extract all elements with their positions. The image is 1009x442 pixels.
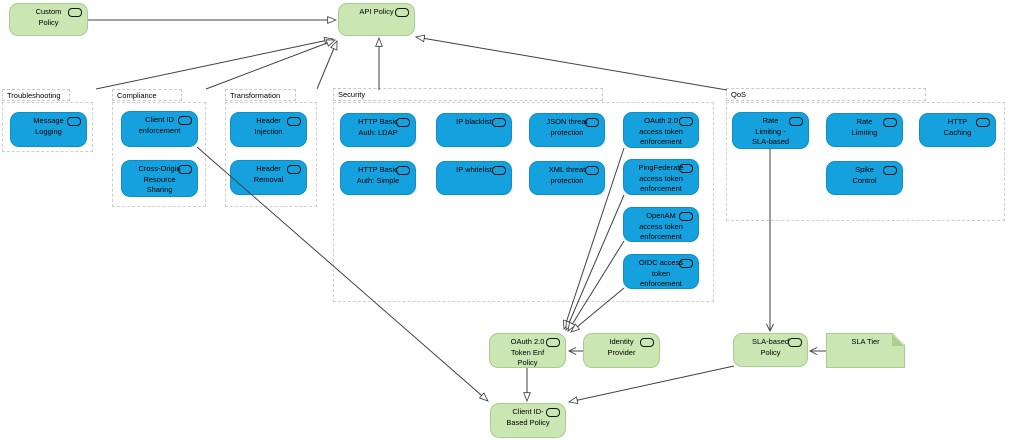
node-label: JSON threat protection	[546, 117, 588, 137]
node-label: IP blacklist	[456, 117, 492, 126]
rounded-rect-icon	[883, 118, 897, 127]
node-label: Client ID enforcement	[138, 115, 181, 135]
node-header-injection[interactable]: Header Injection	[230, 112, 307, 147]
node-rate-limiting-sla-based[interactable]: Rate Limiting - SLA-based	[732, 112, 809, 149]
node-label: Message Logging	[33, 116, 64, 136]
node-label: Header Injection	[254, 116, 283, 136]
group-transformation-label[interactable]: Transformation	[225, 89, 296, 101]
rounded-rect-icon	[546, 338, 560, 347]
node-label: Rate Limiting - SLA-based	[751, 116, 790, 146]
node-label: Spike Control	[852, 165, 877, 185]
rounded-rect-icon	[178, 116, 192, 125]
rounded-rect-icon	[546, 408, 560, 417]
rounded-rect-icon	[679, 212, 693, 221]
node-label: Custom Policy	[35, 7, 62, 27]
rounded-rect-icon	[492, 166, 506, 175]
node-label: HTTP Basic Auth: LDAP	[358, 117, 398, 137]
group-qos-body[interactable]	[726, 102, 1005, 221]
node-cross-origin-resource-sharing[interactable]: Cross-Origin Resource Sharing	[121, 160, 198, 197]
node-json-threat-protection[interactable]: JSON threat protection	[529, 113, 605, 147]
rounded-rect-icon	[287, 165, 301, 174]
node-spike-control[interactable]: Spike Control	[826, 161, 903, 195]
node-rate-limiting[interactable]: Rate Limiting	[826, 113, 903, 147]
node-label: OIDC access token enforcement	[638, 258, 684, 288]
node-label: OAuth 2.0 access token enforcement	[639, 116, 683, 146]
node-api-policy[interactable]: API Policy	[338, 3, 415, 36]
node-oidc-access-token-enforcement[interactable]: OIDC access token enforcement	[623, 254, 699, 289]
rounded-rect-icon	[396, 118, 410, 127]
edge-qos-to-api-policy	[416, 37, 728, 91]
node-ip-whitelist[interactable]: IP whitelist	[436, 161, 512, 195]
group-qos-label[interactable]: QoS	[726, 88, 926, 101]
node-sla-based-policy[interactable]: SLA-based Policy	[733, 333, 808, 367]
rounded-rect-icon	[679, 164, 693, 173]
node-custom-policy[interactable]: Custom Policy	[9, 3, 88, 36]
rounded-rect-icon	[585, 166, 599, 175]
node-ip-blacklist[interactable]: IP blacklist	[436, 113, 512, 147]
node-oauth-token-enf-policy[interactable]: OAuth 2.0 Token Enf Policy	[489, 333, 566, 368]
node-pingfederate-access-token-enforcement[interactable]: PingFederate access token enforcement	[623, 159, 699, 195]
rounded-rect-icon	[68, 8, 82, 17]
node-client-id-enforcement[interactable]: Client ID enforcement	[121, 111, 198, 147]
rounded-rect-icon	[789, 117, 803, 126]
group-compliance-label[interactable]: Compliance	[112, 89, 182, 101]
rounded-rect-icon	[679, 259, 693, 268]
rounded-rect-icon	[679, 117, 693, 126]
node-label: Client ID- Based Policy	[506, 407, 550, 427]
rounded-rect-icon	[585, 118, 599, 127]
node-label: PingFederate access token enforcement	[638, 163, 684, 193]
node-label: API Policy	[359, 7, 394, 16]
edge-transformation-to-api-policy	[316, 41, 338, 90]
edge-troubleshooting-to-api-policy	[95, 39, 333, 90]
group-troubleshooting-body[interactable]	[2, 102, 93, 152]
node-label: Rate Limiting	[851, 117, 878, 137]
rounded-rect-icon	[178, 165, 192, 174]
node-label: OpenAM access token enforcement	[639, 211, 683, 241]
node-label: OAuth 2.0 Token Enf Policy	[510, 337, 545, 367]
node-label: SLA Tier	[851, 337, 880, 346]
rounded-rect-icon	[640, 338, 654, 347]
rounded-rect-icon	[396, 166, 410, 175]
node-xml-threat-protection[interactable]: XML threat protection	[529, 161, 605, 195]
node-message-logging[interactable]: Message Logging	[10, 112, 87, 147]
node-client-id-based-policy[interactable]: Client ID- Based Policy	[490, 403, 566, 438]
node-http-basic-auth-simple[interactable]: HTTP Basic Auth: Simple	[340, 161, 416, 195]
node-label: HTTP Caching	[943, 117, 972, 137]
rounded-rect-icon	[287, 117, 301, 126]
rounded-rect-icon	[883, 166, 897, 175]
node-label: Cross-Origin Resource Sharing	[138, 164, 181, 194]
edge-sla-based-policy-to-client-id-based-policy	[569, 365, 735, 402]
edge-compliance-to-api-policy	[205, 40, 335, 90]
rounded-rect-icon	[492, 118, 506, 127]
rounded-rect-icon	[67, 117, 81, 126]
node-label: Identity Provider	[607, 337, 636, 357]
node-openam-access-token-enforcement[interactable]: OpenAM access token enforcement	[623, 207, 699, 242]
group-security-label[interactable]: Security	[333, 88, 603, 101]
node-sla-tier[interactable]: SLA Tier	[826, 333, 905, 368]
rounded-rect-icon	[395, 8, 409, 17]
node-oauth-access-token-enforcement[interactable]: OAuth 2.0 access token enforcement	[623, 112, 699, 148]
group-troubleshooting-label[interactable]: Troubleshooting	[2, 89, 70, 101]
rounded-rect-icon	[788, 338, 802, 347]
node-header-removal[interactable]: Header Removal	[230, 160, 307, 195]
node-http-basic-auth-ldap[interactable]: HTTP Basic Auth: LDAP	[340, 113, 416, 147]
node-label: SLA-based Policy	[751, 337, 790, 357]
node-http-caching[interactable]: HTTP Caching	[919, 113, 996, 147]
note-fold-corner	[892, 334, 904, 346]
node-identity-provider[interactable]: Identity Provider	[583, 333, 660, 368]
rounded-rect-icon	[976, 118, 990, 127]
